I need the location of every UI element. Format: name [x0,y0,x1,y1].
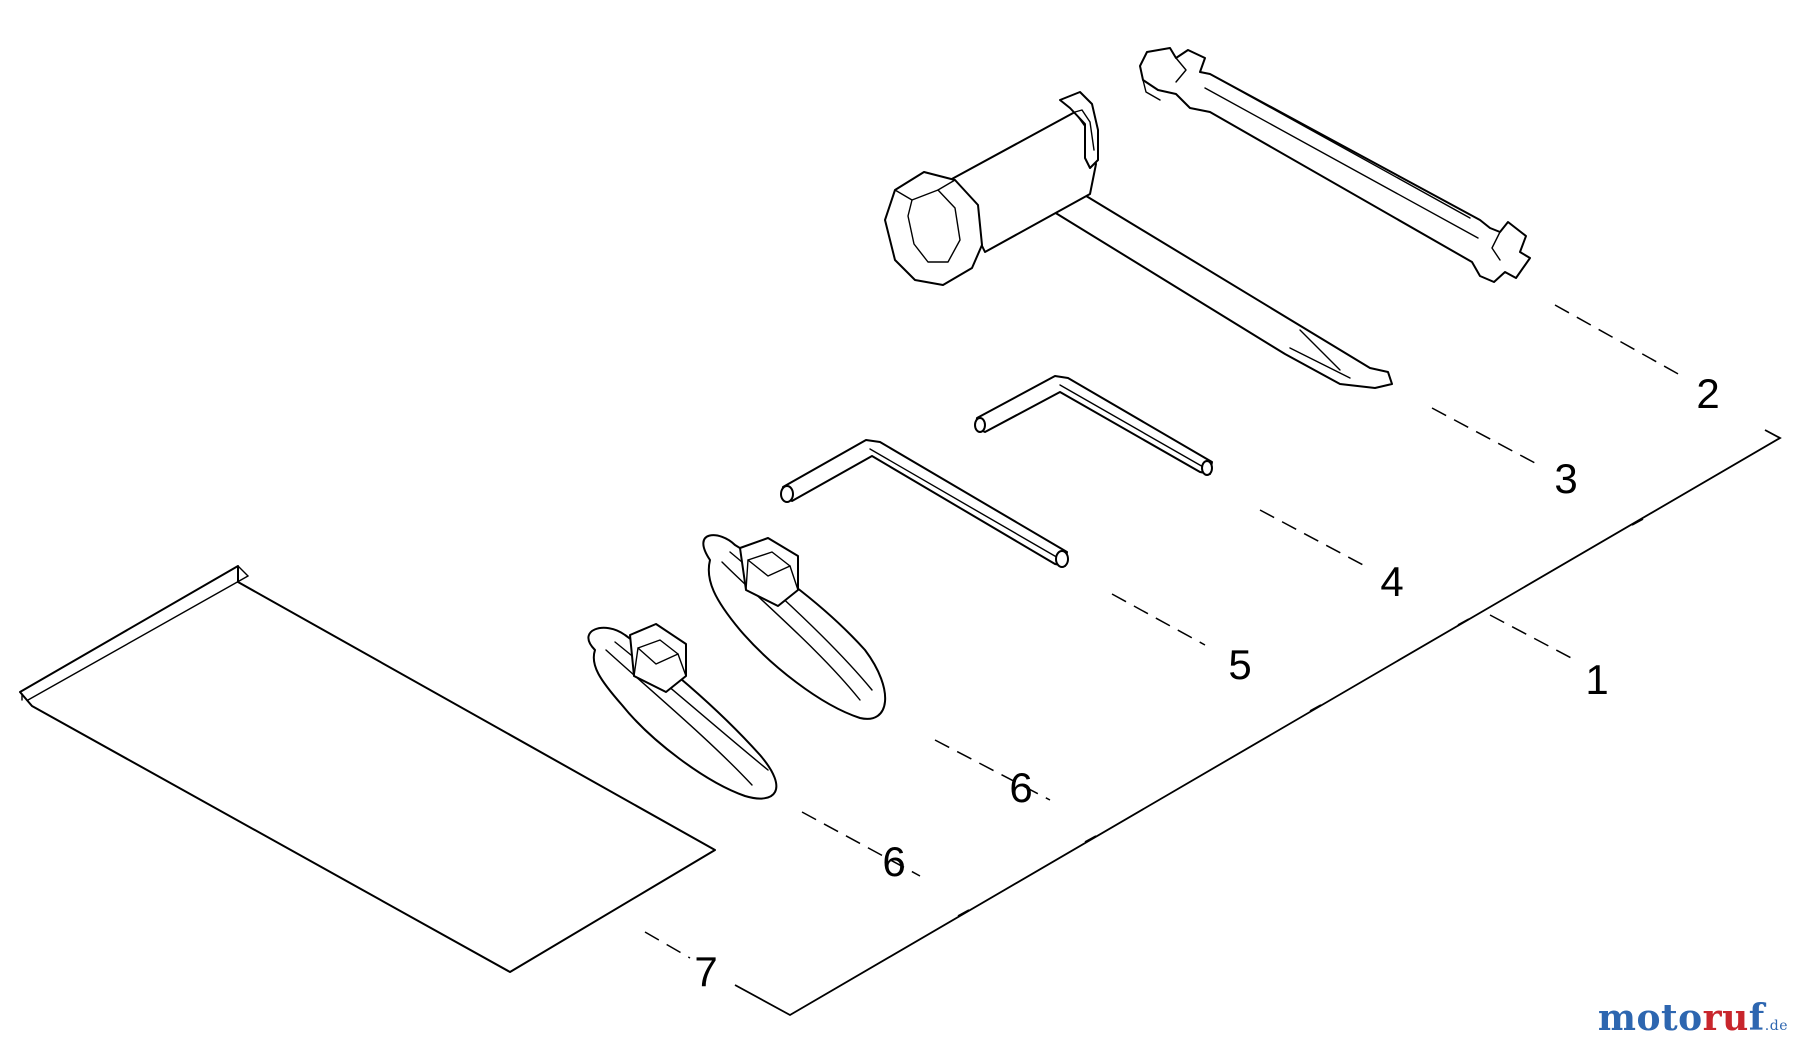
hex-key-upper [974,375,1213,476]
cable-tie-lower [587,623,778,800]
watermark-part-b: ru [1702,997,1749,1039]
tool-pouch [19,565,716,973]
part-number-2: 2 [1696,370,1719,417]
part-number-6-upper: 6 [1009,764,1032,811]
part-number-5: 5 [1228,641,1251,688]
watermark-part-a: moto [1597,997,1703,1039]
watermark-tld: .de [1764,1018,1788,1034]
watermark-part-c: f [1748,997,1765,1039]
part-number-6-lower: 6 [882,838,905,885]
cable-tie-upper [702,534,887,720]
double-open-end-wrench [1139,47,1531,283]
part-number-1: 1 [1585,656,1608,703]
leader-lines [644,304,1681,959]
part-number-4: 4 [1380,558,1403,605]
group-bracket [734,429,1782,1017]
watermark-logo: motoruf.de [1598,997,1788,1039]
part-number-7: 7 [694,948,717,995]
t-socket-wrench [884,91,1393,389]
part-number-3: 3 [1554,455,1577,502]
hex-key-lower [780,439,1069,568]
part-number-labels: 1 2 3 4 5 6 6 7 [694,370,1719,995]
